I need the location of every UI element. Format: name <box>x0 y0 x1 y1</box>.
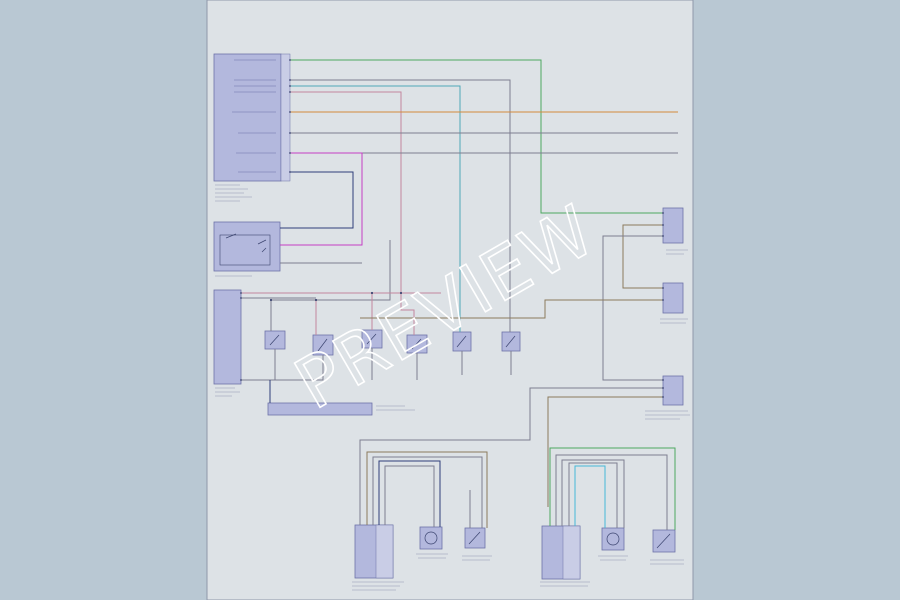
relay-switch-icon <box>225 233 267 253</box>
door-switch-lf <box>452 331 472 352</box>
lamp-icon <box>424 531 438 545</box>
rf-door-lamp <box>598 527 628 561</box>
wire-gray-20 <box>568 462 618 528</box>
wire-brown-4 <box>366 451 488 528</box>
wire-gray-16 <box>384 465 435 527</box>
dome-lamp-switch-box <box>213 221 281 277</box>
door-switch-icon <box>505 335 516 348</box>
passenger-door-module <box>540 525 590 587</box>
wire-pink-2 <box>400 265 415 335</box>
wire-magenta <box>280 152 363 246</box>
wire-pink-1 <box>290 91 402 265</box>
wire-brown-3 <box>547 396 663 507</box>
wire-gray-8 <box>241 355 324 381</box>
wire-gray-18 <box>555 454 668 530</box>
lf-door-lamp <box>416 526 448 559</box>
wire-green-2 <box>549 447 676 530</box>
lf-door-ajar-switch <box>462 527 492 561</box>
relay-switch-icon <box>366 333 377 345</box>
interior-fuse-block <box>213 289 242 397</box>
relay-switch-icon <box>269 334 280 346</box>
wire-teal <box>290 85 461 332</box>
pin-markers <box>240 59 664 398</box>
wire-gray-1 <box>290 79 511 332</box>
wire-brown-1 <box>622 224 663 289</box>
wire-gray-19 <box>561 459 625 528</box>
wire-gray-5 <box>270 240 391 331</box>
relay-switch-icon <box>317 338 328 352</box>
wire-green-main <box>290 59 663 214</box>
body-control-module <box>213 53 291 202</box>
lamp-icon <box>606 532 620 546</box>
door-switch-rf <box>501 331 521 352</box>
wire-gray-14 <box>359 387 663 525</box>
wire-gray-13 <box>602 235 663 381</box>
door-switch-icon <box>656 533 671 549</box>
driver-door-module <box>352 524 404 591</box>
rf-door-ajar-switch <box>650 529 684 565</box>
ground-bus-bar <box>267 402 415 416</box>
wire-navy-3 <box>378 460 441 527</box>
relay-switch-icon <box>411 338 422 350</box>
wire-brown-2 <box>360 299 663 319</box>
lamp-module-middle <box>660 282 688 324</box>
door-switch-icon <box>468 531 481 545</box>
door-switch-icon <box>456 335 467 348</box>
lamp-module-lower <box>645 375 690 420</box>
wire-navy-1 <box>280 171 354 229</box>
wire-gray-15 <box>372 456 483 528</box>
relay-switch-1 <box>264 330 286 350</box>
lamp-module-top <box>662 207 688 255</box>
wire-cyan <box>574 465 606 528</box>
